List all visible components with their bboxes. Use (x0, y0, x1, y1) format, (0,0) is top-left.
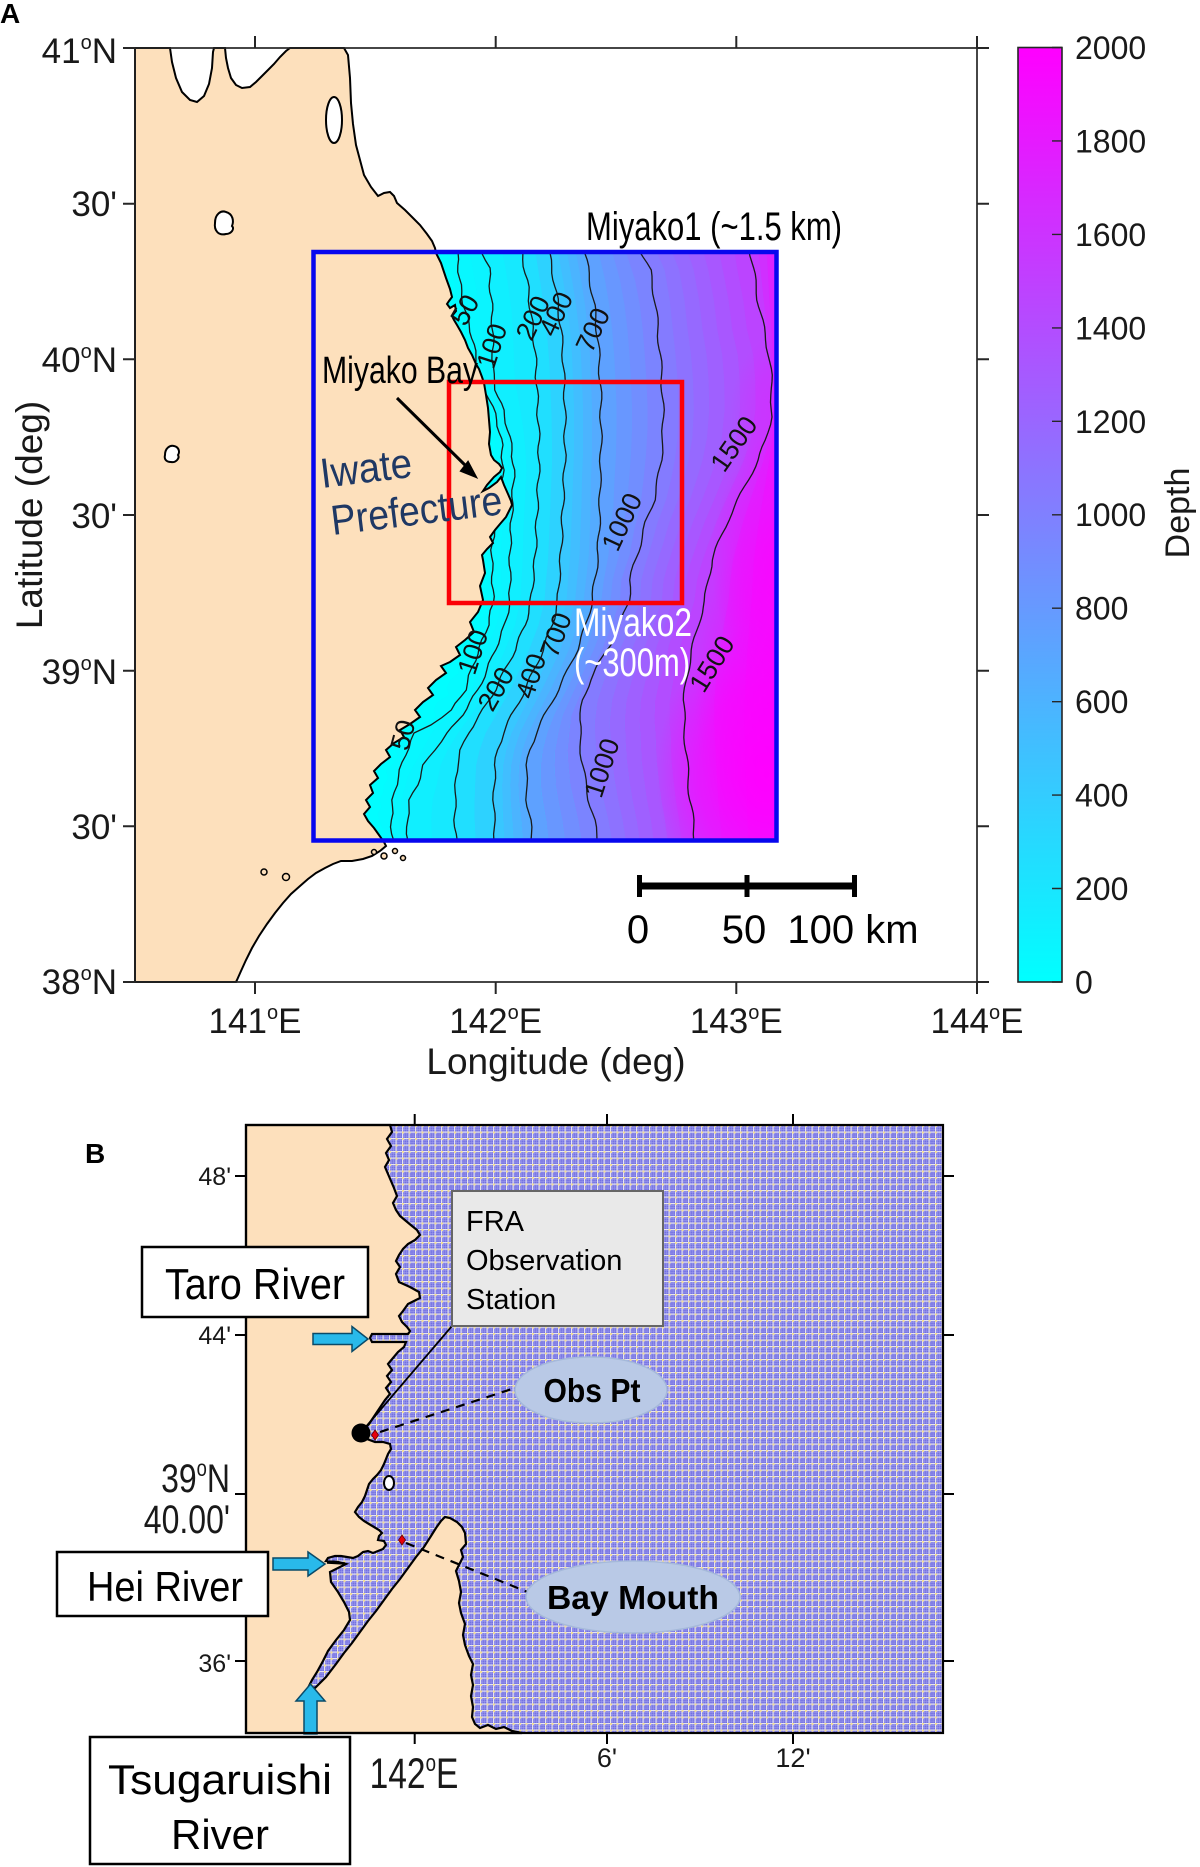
svg-text:River: River (171, 1811, 269, 1858)
svg-text:Station: Station (466, 1284, 556, 1316)
svg-text:142oE: 142oE (370, 1750, 459, 1798)
svg-text:100 km: 100 km (787, 908, 918, 952)
svg-text:1800: 1800 (1075, 123, 1146, 159)
svg-text:142oE: 142oE (449, 1002, 542, 1041)
svg-text:Tsugaruishi: Tsugaruishi (108, 1756, 332, 1803)
svg-text:12': 12' (775, 1743, 810, 1773)
svg-text:(~300m): (~300m) (574, 641, 690, 685)
svg-text:200: 200 (1075, 871, 1128, 907)
svg-text:Miyako2: Miyako2 (574, 601, 692, 645)
svg-text:48': 48' (198, 1163, 231, 1191)
svg-text:1200: 1200 (1075, 404, 1146, 440)
svg-text:1600: 1600 (1075, 217, 1146, 253)
svg-text:0: 0 (1075, 965, 1093, 1001)
svg-text:141oE: 141oE (209, 1002, 302, 1041)
svg-text:800: 800 (1075, 591, 1128, 627)
svg-text:Hei River: Hei River (87, 1563, 243, 1610)
svg-text:Latitude (deg): Latitude (deg) (9, 401, 50, 629)
svg-text:B: B (85, 1138, 105, 1169)
svg-text:Depth: Depth (1159, 468, 1197, 559)
svg-text:600: 600 (1075, 684, 1128, 720)
svg-text:39oN: 39oN (161, 1456, 230, 1501)
svg-text:Longitude (deg): Longitude (deg) (426, 1041, 685, 1082)
svg-text:30': 30' (71, 185, 117, 224)
svg-text:30': 30' (71, 497, 117, 536)
svg-text:30': 30' (71, 808, 117, 847)
svg-text:2000: 2000 (1075, 30, 1146, 66)
svg-text:44': 44' (198, 1322, 231, 1350)
svg-text:FRA: FRA (466, 1206, 525, 1238)
svg-text:36': 36' (198, 1650, 231, 1678)
svg-text:1000: 1000 (1075, 497, 1146, 533)
svg-text:Bay Mouth: Bay Mouth (547, 1579, 719, 1616)
svg-text:41oN: 41oN (42, 32, 117, 71)
svg-text:400: 400 (1075, 778, 1128, 814)
svg-text:Observation: Observation (466, 1245, 622, 1277)
svg-text:Obs Pt: Obs Pt (544, 1372, 641, 1409)
svg-text:A: A (0, 0, 20, 29)
svg-text:1400: 1400 (1075, 310, 1146, 346)
svg-text:38oN: 38oN (42, 963, 117, 1002)
svg-text:50: 50 (722, 908, 767, 952)
svg-text:0: 0 (627, 908, 649, 952)
svg-text:Miyako Bay: Miyako Bay (322, 350, 478, 392)
svg-text:40.00': 40.00' (144, 1497, 230, 1542)
svg-text:Iwate: Iwate (317, 439, 414, 497)
svg-text:6': 6' (597, 1743, 617, 1773)
svg-text:143oE: 143oE (690, 1002, 783, 1041)
svg-text:Miyako1 (~1.5 km): Miyako1 (~1.5 km) (586, 205, 842, 249)
svg-text:39oN: 39oN (42, 653, 117, 692)
svg-text:40oN: 40oN (42, 341, 117, 380)
svg-text:Taro River: Taro River (165, 1260, 345, 1309)
svg-text:144oE: 144oE (931, 1002, 1024, 1041)
